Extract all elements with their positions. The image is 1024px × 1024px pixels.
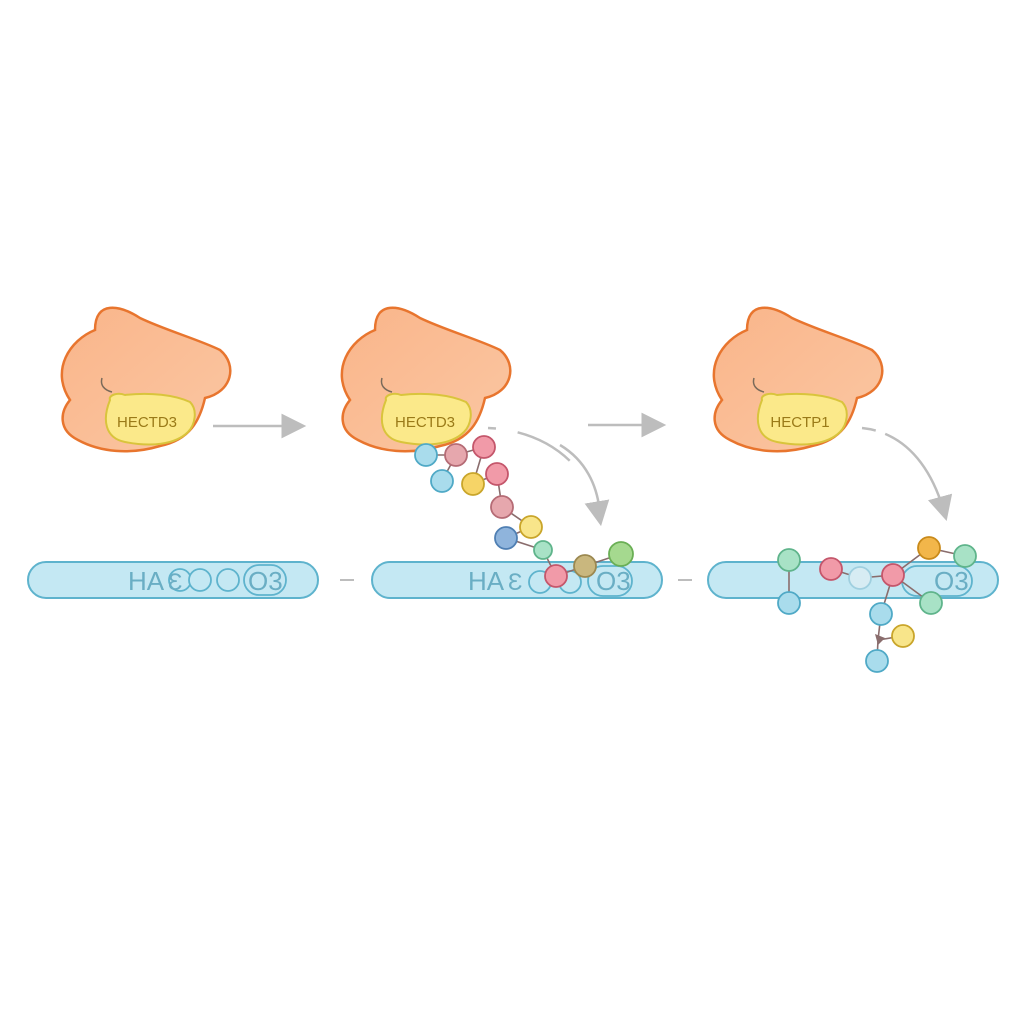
ubiquitin-bead [461, 472, 485, 496]
ubiquitin-bead [444, 443, 468, 467]
substrate-knob [243, 564, 287, 596]
transfer-arrow-2-body [559, 443, 602, 516]
ubiquitin-bead [573, 554, 597, 578]
substrate-label-left: HA [468, 566, 505, 596]
ubiquitin-bead [472, 435, 496, 459]
enzyme-hinge [380, 377, 393, 393]
transfer-arrow-2 [487, 426, 610, 527]
substrate-label-right: O3 [248, 566, 283, 596]
substrate-label-right: O3 [596, 566, 631, 596]
enzyme-3: HECTP1 [712, 306, 884, 453]
ubiquitin-bead [414, 443, 438, 467]
ubiquitin-bead [953, 544, 977, 568]
ubiquitin-bead [777, 591, 801, 615]
ubiquitin-bead [533, 540, 553, 560]
ubiquitin-bead [865, 649, 889, 673]
substrate-label-mid: Ɛ [168, 569, 183, 596]
ubiquitin-bead [819, 557, 843, 581]
transfer-arrow-3 [861, 426, 953, 522]
enzyme-hinge [100, 377, 113, 393]
hect-domain [756, 392, 848, 446]
substrate-1: HA Ɛ O3 [27, 561, 319, 599]
ubiquitin-bead [430, 469, 454, 493]
enzyme-label: HECTP1 [770, 414, 829, 431]
substrate-bead [188, 568, 212, 592]
substrate-2: HA Ɛ O3 [371, 561, 663, 599]
ubiquitin-bead [917, 536, 941, 560]
ubiquitin-bead [485, 462, 509, 486]
panel-3: HECTP1 O3 [707, 306, 999, 673]
hect-domain [104, 392, 196, 446]
enzyme-label: HECTD3 [117, 414, 177, 431]
ubiquitin-bead [848, 566, 872, 590]
ubiquitin-bead [891, 624, 915, 648]
substrate-knob [587, 565, 633, 597]
enzyme-label: HECTD3 [395, 414, 455, 431]
ubiquitin-bead [777, 548, 801, 572]
chain-arrowhead [875, 634, 885, 645]
ubiquitin-bead [519, 515, 543, 539]
ubiquitin-bead [490, 495, 514, 519]
ubiquitin-bead [608, 541, 634, 567]
panel-2: HECTD3 HA Ɛ O3 [340, 306, 692, 599]
ubiquitin-bead [881, 563, 905, 587]
enzyme-hinge [752, 377, 765, 393]
ubiquitin-bead [919, 591, 943, 615]
ubiquitin-chain-2 [414, 435, 634, 588]
enzyme-1: HECTD3 [60, 306, 232, 453]
ubiquitin-bead [494, 526, 518, 550]
substrate-label-right: O3 [934, 566, 969, 596]
substrate-label-mid: Ɛ [508, 569, 523, 596]
ubiquitin-chain-3 [777, 536, 977, 673]
panel-1: HECTD3 HA Ɛ O3 [27, 306, 354, 599]
ubiquitin-bead [869, 602, 893, 626]
substrate-label-left: HA [128, 566, 165, 596]
ubiquitin-bead [544, 564, 568, 588]
enzyme-2: HECTD3 [340, 306, 512, 453]
hect-domain [380, 392, 472, 446]
substrate-bead [216, 568, 240, 592]
